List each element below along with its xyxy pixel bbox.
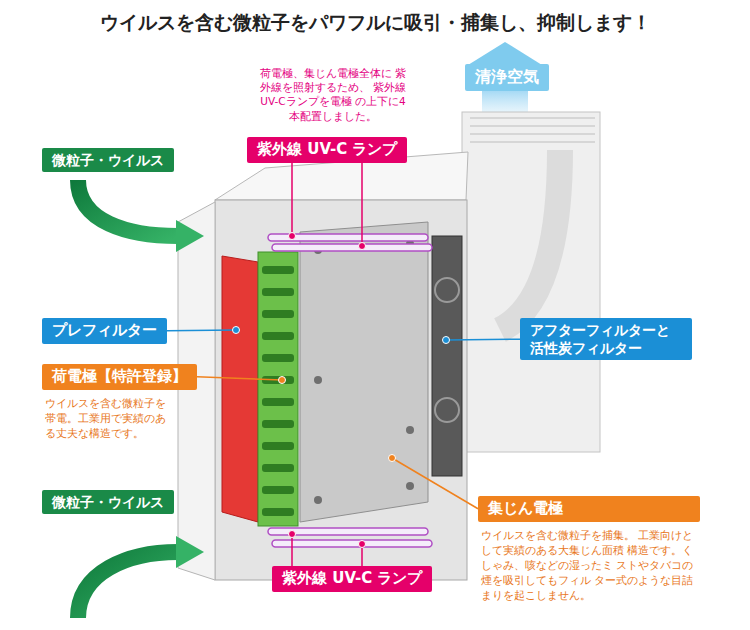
intake-arrow-head [176,220,204,252]
leader-dot [443,337,450,344]
housing-body [215,200,467,580]
duct-bend [500,150,560,330]
housing-front [178,202,215,580]
collector-electrode-label: 集じん電極ウイルスを含む微粒子を捕集。 工業向けとして実績のある大集じん面積 構… [478,496,700,604]
leader-line [197,377,282,380]
uv-lamp-label: 紫外線 UV-C ランプ [272,566,432,592]
duct-grille [470,118,595,142]
leader-line [446,338,520,340]
leader-dot [289,531,296,538]
box-heading: 清浄空気 [465,64,549,91]
intake-arrow-head [176,536,204,568]
intake-arrow [78,180,178,236]
charging-electrode-label: 荷電極【特許登録】ウイルスを含む微粒子を 帯電。工業用で実績のあ る丈夫な構造で… [42,364,197,441]
box-heading: 微粒子・ウイルス [42,148,174,172]
uv-lamps [268,234,432,547]
box-description: ウイルスを含む微粒子を捕集。 工業向けとして実績のある大集じん面積 構造です。く… [478,528,696,604]
leader-dot [359,243,366,250]
box-heading: アフターフィルターと 活性炭フィルター [520,318,692,360]
intake-label: 微粒子・ウイルス [42,148,174,172]
box-heading: プレフィルター [42,318,167,344]
air-arrow-head [468,42,542,65]
duct [462,112,600,452]
prefilter [222,256,258,522]
after-filter [432,236,462,476]
box-heading: 紫外線 UV-C ランプ [247,137,407,163]
prefilter-label: プレフィルター [42,318,167,344]
leader-line [361,163,363,247]
screws [314,240,414,504]
leader-dot [279,377,286,384]
leader-line [291,534,293,566]
collector-electrode [300,222,428,522]
leader-dot [389,455,396,462]
intake-label: 微粒子・ウイルス [42,490,174,514]
box-heading: 紫外線 UV-C ランプ [272,566,432,592]
leader-line [291,163,293,237]
leader-dot [233,327,240,334]
uv-lamp-label: 紫外線 UV-C ランプ [247,137,407,163]
box-description: ウイルスを含む微粒子を 帯電。工業用で実績のあ る丈夫な構造です。 [42,396,173,442]
title: ウイルスを含む微粒子をパワフルに吸引・捕集し、抑制します！ [0,10,750,36]
box-heading: 集じん電極 [478,496,700,522]
after-filter-label: アフターフィルターと 活性炭フィルター [520,318,692,360]
intake-arrow [78,552,178,618]
leader-line [167,329,236,331]
fans [435,278,459,422]
leader-dot [289,233,296,240]
charging-electrode [258,252,298,526]
clean-air-label: 清浄空気 [465,64,549,91]
leader-dot [359,541,366,548]
box-heading: 荷電極【特許登録】 [42,364,197,390]
box-heading: 微粒子・ウイルス [42,490,174,514]
note-text: 荷電極、集じん電極全体に 紫外線を照射するため、 紫外線 UV-Cランプを電極 … [258,66,408,123]
leader-line [392,458,478,509]
electrode-ribs [262,266,294,516]
